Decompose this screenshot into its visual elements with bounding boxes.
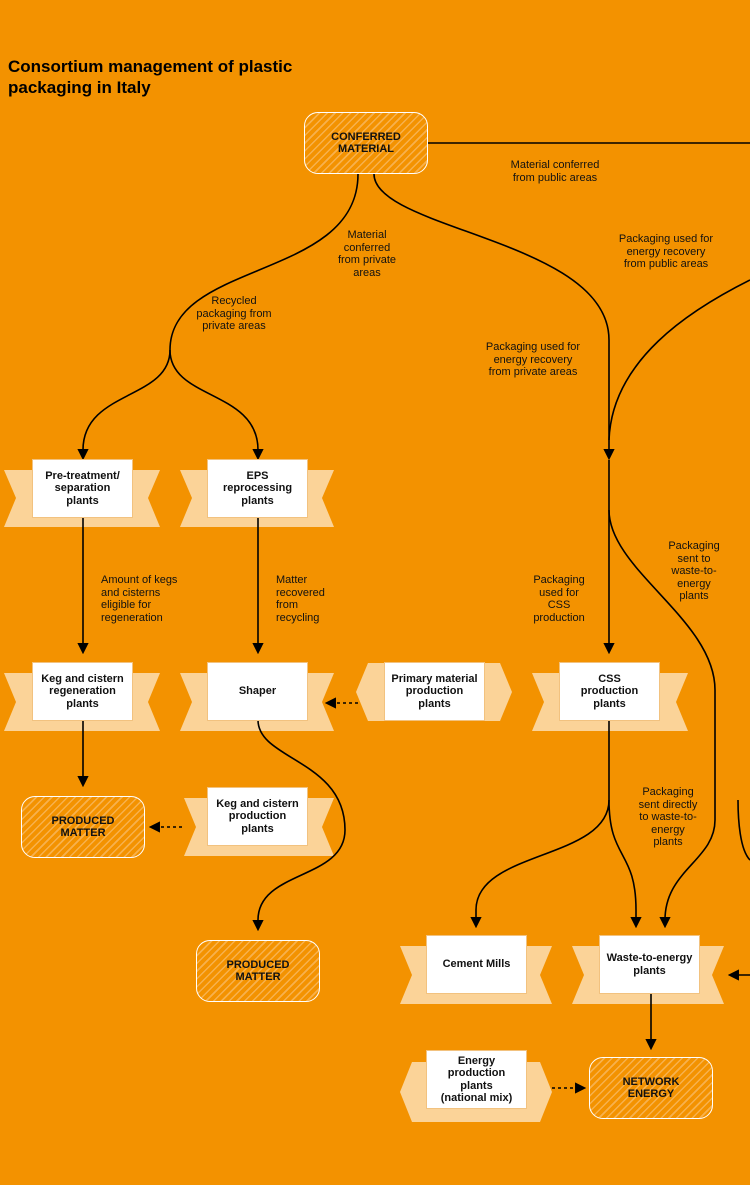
line-to-pretreatment [77,349,171,461]
wte-plants-box: Waste-to-energy plants [599,935,700,994]
cement-mills-box: Cement Mills [426,935,527,994]
dotted-lines [148,697,587,1094]
label-energy-public: Packaging used for energy recovery from … [618,233,714,270]
page-title: Consortium management of plastic packagi… [8,57,293,97]
label-private-areas: Material conferred from private areas [337,229,397,279]
pretreatment-plants-box: Pre-treatment/ separation plants [32,459,133,518]
line-energy-private [373,173,615,461]
label-public-areas: Material conferred from public areas [510,159,600,184]
eps-plants-box: EPS reprocessing plants [207,459,308,518]
line-shaper-to-produced [252,719,346,932]
conferred-material-node: CONFERRED MATERIAL [304,112,428,174]
label-kegs-eligible: Amount of kegs and cisterns eligible for… [101,574,178,624]
primary-material-box: Primary material production plants [384,662,485,721]
line-energy-public [608,279,750,441]
shaper-box: Shaper [207,662,308,721]
keg-regeneration-box: Keg and cistern regeneration plants [32,662,133,721]
keg-production-box: Keg and cistern production plants [207,787,308,846]
flow-lines [77,142,750,1051]
label-css-production: Packaging used for CSS production [533,574,585,624]
css-plants-box: CSS production plants [559,662,660,721]
label-sent-wte: Packaging sent to waste-to-energy plants [668,540,720,602]
label-sent-directly: Packaging sent directly to waste-to-ener… [638,786,698,848]
line-to-wte-side [608,509,716,929]
line-private-split [169,173,359,351]
label-matter-recovered: Matter recovered from recycling [276,574,325,624]
label-recycled-private: Recycled packaging from private areas [196,295,272,332]
line-right-edge [737,799,750,861]
line-css-to-wte [608,799,642,929]
energy-production-box: Energy production plants (national mix) [426,1050,527,1109]
network-energy-node: NETWORK ENERGY [589,1057,713,1119]
line-css-to-cement [470,720,610,929]
line-to-eps [169,349,264,461]
label-energy-private: Packaging used for energy recovery from … [485,341,581,378]
produced-matter-left-node: PRODUCED MATTER [21,796,145,858]
produced-matter-center-node: PRODUCED MATTER [196,940,320,1002]
